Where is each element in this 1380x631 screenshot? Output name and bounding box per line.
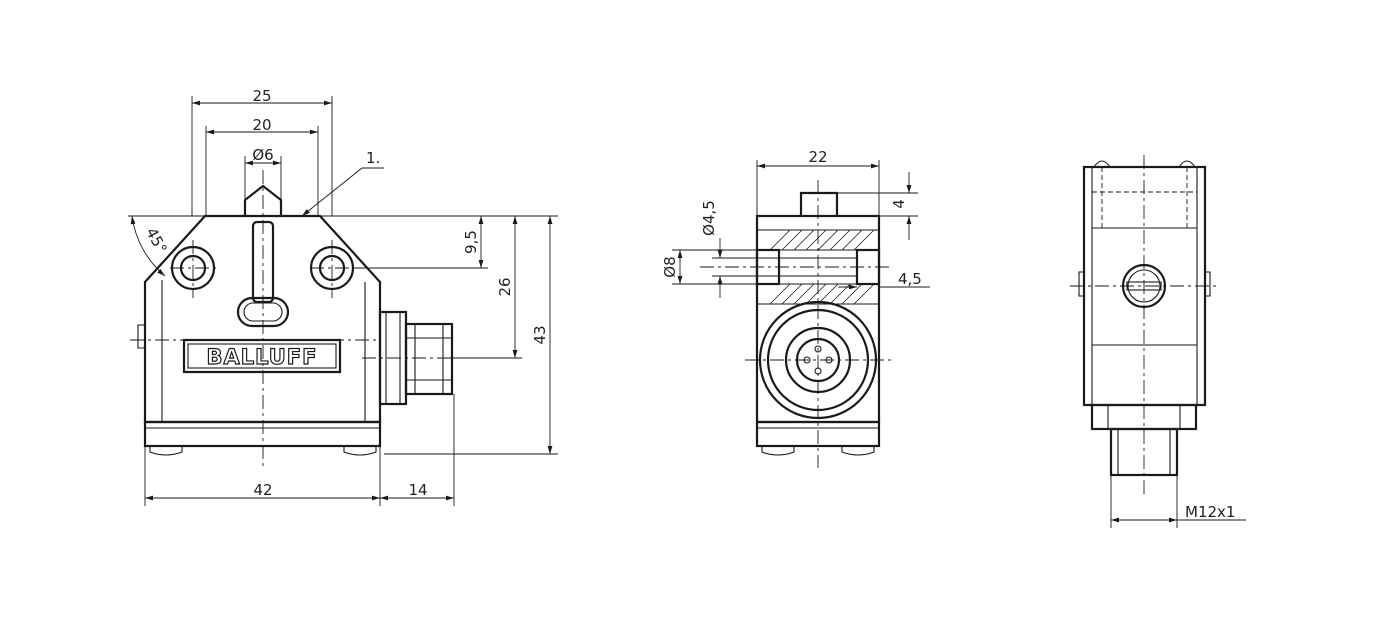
connector-nut: [404, 322, 454, 396]
plunger-tip: [243, 184, 283, 216]
dim-overall-height: 43: [531, 325, 549, 344]
front-view: BALLUFF: [130, 170, 500, 468]
side-foot-left: [761, 446, 795, 456]
dim-connector-length: 14: [408, 481, 427, 499]
logo-text: BALLUFF: [206, 345, 317, 369]
dim-body-length: 42: [253, 481, 272, 499]
side-plunger: [799, 191, 839, 216]
dim-plunger-diameter: Ø6: [252, 146, 273, 164]
dim-hole-diameter: Ø4,5: [700, 200, 718, 236]
dim-thread: M12x1: [1185, 503, 1235, 521]
dim-side-width: 22: [808, 148, 827, 166]
dim-top-to-hole: 9,5: [462, 230, 480, 254]
dim-width-outer: 25: [252, 87, 271, 105]
side-base-plate: [755, 420, 881, 448]
callout-label: 1.: [366, 149, 380, 167]
dim-angle: 45°: [142, 225, 170, 257]
side-view: [700, 180, 893, 468]
rear-view: [1070, 155, 1218, 495]
front-body-outline: [143, 214, 382, 424]
rear-top-pin-left: [1093, 160, 1111, 168]
dim-top-to-connector: 26: [496, 277, 514, 296]
front-base-plate: [143, 420, 382, 448]
front-side-bump: [137, 324, 145, 349]
side-foot-right: [841, 446, 875, 456]
dim-counterbore-depth: 4,5: [898, 270, 922, 288]
front-foot-right: [343, 446, 377, 456]
rear-dimensions: M12x1: [1110, 475, 1246, 528]
front-dimensions: 25 20 Ø6 1. 45° 9,5 26 43: [128, 87, 558, 506]
dim-hole-spacing: 20: [252, 116, 271, 134]
front-foot-left: [149, 446, 183, 456]
rear-top-pin-right: [1178, 160, 1196, 168]
dim-plunger-height: 4: [890, 199, 908, 209]
dim-counterbore-diameter: Ø8: [661, 256, 679, 277]
side-dimensions: 22 4 Ø4,5 Ø8 4,5: [661, 148, 930, 298]
section-hatching: [769, 229, 875, 305]
